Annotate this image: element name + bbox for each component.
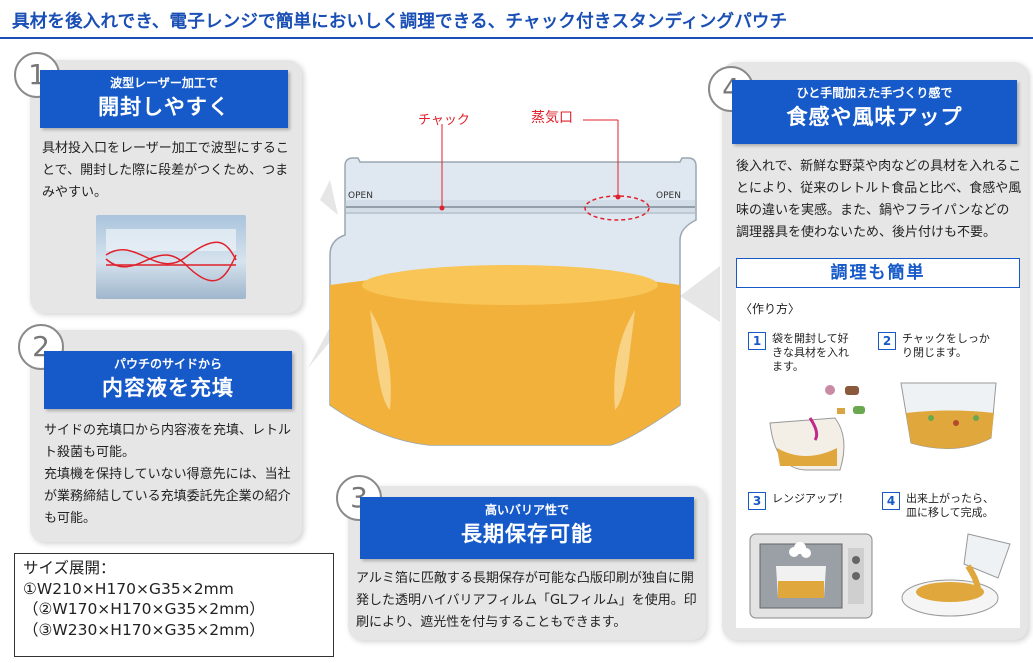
size-heading: サイズ展開： [23,559,116,577]
page-title: 具材を後入れでき、電子レンジで簡単においしく調理できる、チャック付きスタンディン… [12,12,788,32]
step-4-text: 出来上がったら、皿に移して完成。 [906,492,994,519]
feature-text-4: 後入れで、新鮮な野菜や肉などの具材を入れることにより、従来のレトルト食品と比べ、… [736,159,1022,240]
feature-heading-1: 開封しやすく [98,95,230,119]
step-1-illustration [769,385,865,471]
feature-number-2: 2 [18,324,64,370]
feature-subtitle-2: パウチのサイドから [113,357,222,371]
step-4-illustration [901,533,1011,617]
open-mark-right: OPEN [656,191,681,201]
size-line-3: （③W230×H170×G35×2mm） [23,620,265,639]
zipper-callout: チャック [418,113,470,128]
step-1-text: 袋を開封して好きな具材を入れます。 [772,332,849,373]
easy-cooking-banner: 調理も簡単 [736,258,1020,288]
feature-header-4: ひと手間加えた手づくり感で 食感や風味アップ [732,80,1017,144]
step-1-number: 1 [748,332,766,350]
step-2-illustration [900,382,997,449]
feature-heading-4: 食感や風味アップ [786,105,963,129]
feature-header-1: 波型レーザー加工で 開封しやすく [40,70,288,128]
feature-subtitle-3: 高いバリア性で [484,503,569,517]
easy-cooking-label: 調理も簡単 [830,263,926,283]
step-4: 4 出来上がったら、皿に移して完成。 [882,492,1012,520]
howto-label: 〈作り方〉 [740,302,801,316]
feature-heading-2: 内容液を充填 [102,376,234,400]
step-3-number: 3 [748,492,766,510]
feature-text-2a: サイドの充填口から内容液を充填、レトルト殺菌も可能。 [44,423,292,460]
feature-heading-3: 長期保存可能 [461,522,593,546]
step-3-text: レンジアップ！ [772,492,849,505]
size-line-2: （②W170×H170×G35×2mm） [23,600,265,618]
title-underline [0,37,1033,39]
step-1: 1 袋を開封して好きな具材を入れます。 [748,332,868,374]
feature-subtitle-1: 波型レーザー加工で [110,76,218,90]
size-variations-box: サイズ展開： ①W210×H170×G35×2mm （②W170×H170×G3… [14,553,334,657]
feature-subtitle-4: ひと手間加えた手づくり感で [796,86,953,100]
feature-header-3: 高いバリア性で 長期保存可能 [360,497,694,559]
size-line-1: ①W210×H170×G35×2mm [23,579,234,598]
open-mark-left: OPEN [348,191,373,201]
step-3-illustration [749,533,873,619]
connector-1 [320,180,338,215]
step-3: 3 レンジアップ！ [748,492,868,510]
pouch-illustration: OPEN OPEN [308,119,720,446]
connector-4 [680,266,720,322]
steam-vent-callout: 蒸気口 [531,110,573,126]
feature-text-2b: 充填機を保持していない得意先には、当社が業務締結している充填委託先企業の紹介も可… [44,467,291,526]
step-4-number: 4 [882,492,900,510]
step-2-text: チャックをしっかり閉じます。 [902,332,990,359]
laser-cut-photo [96,215,246,299]
step-2: 2 チャックをしっかり閉じます。 [878,332,1008,360]
feature-text-1: 具材投入口をレーザー加工で波型にすることで、開封した際に段差がつくため、つまみや… [42,141,289,200]
step-2-number: 2 [878,332,896,350]
feature-text-3: アルミ箔に匹敵する長期保存が可能な凸版印刷が独自に開発した透明ハイバリアフィルム… [356,571,697,630]
wave-cut-illustration [105,229,237,282]
feature-header-2: パウチのサイドから 内容液を充填 [44,351,292,409]
